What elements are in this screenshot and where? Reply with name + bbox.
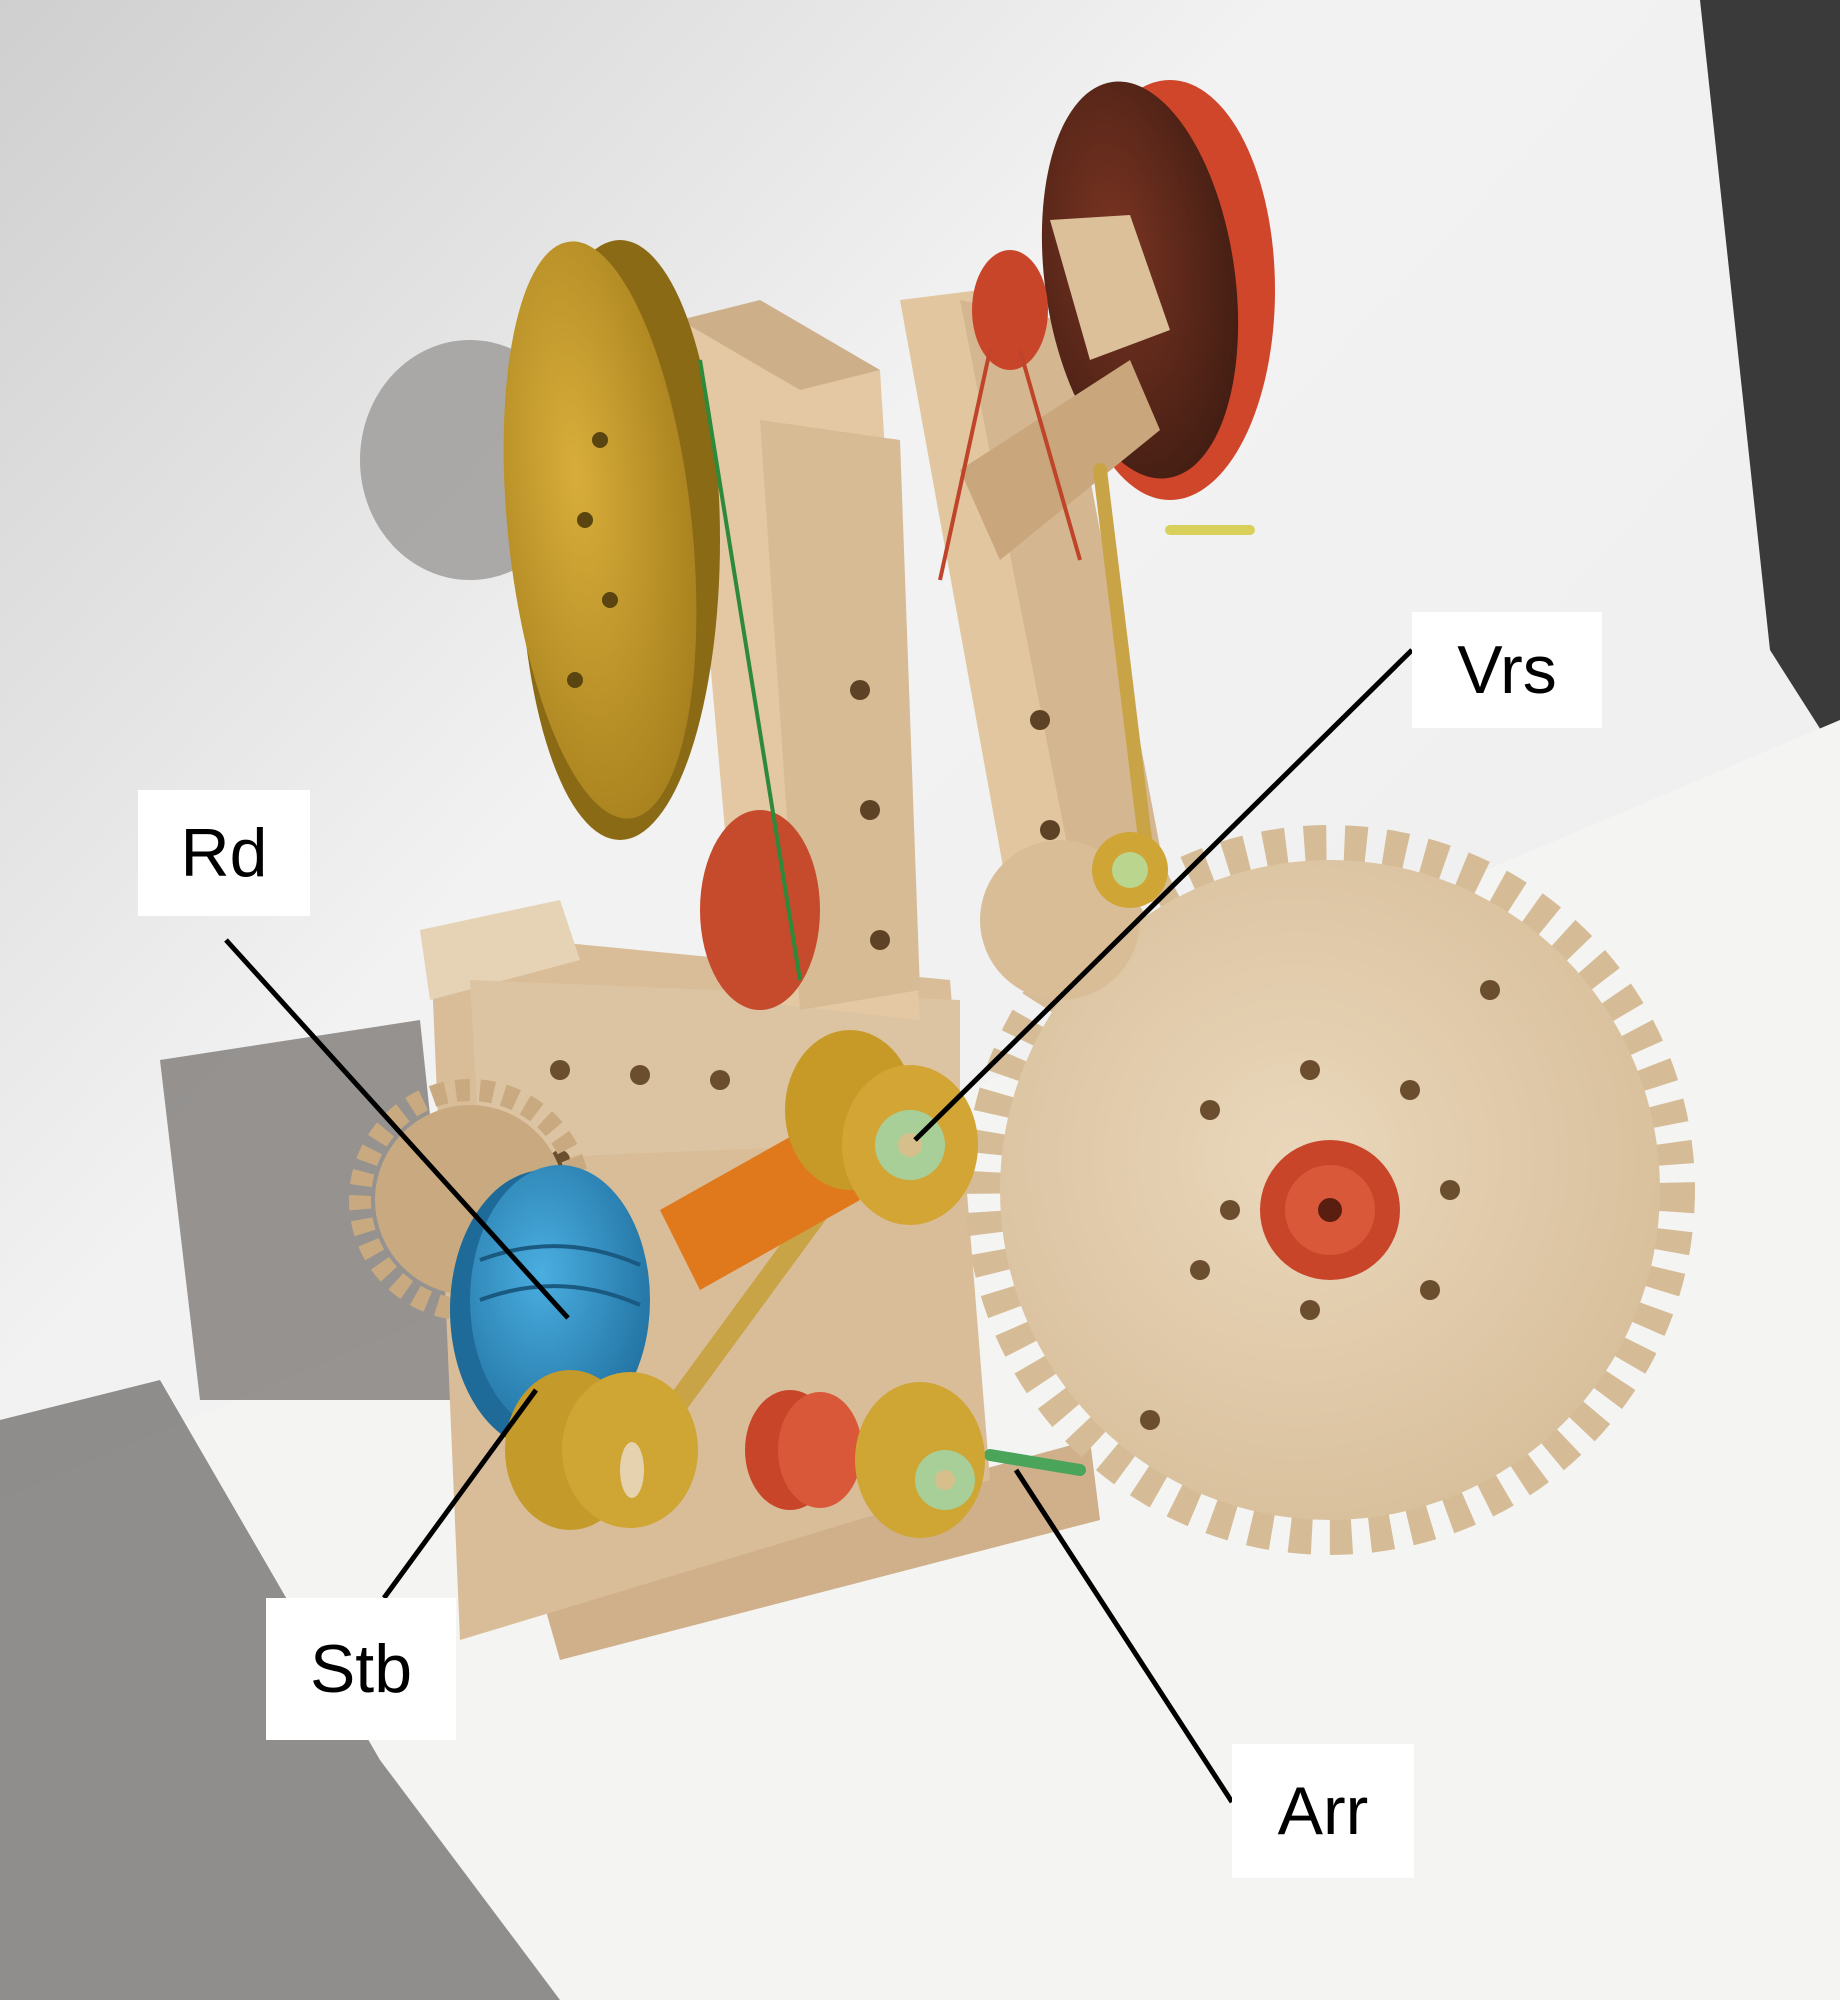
red-wheel-top — [960, 80, 1275, 560]
callout-arr: Arr — [1232, 1744, 1414, 1878]
callout-leader-lines — [224, 648, 1414, 1804]
belts — [698, 349, 1082, 981]
large-wooden-gear — [965, 825, 1695, 1555]
arr-leader-line — [1013, 1468, 1235, 1804]
callout-stb: Stb — [266, 1598, 456, 1740]
rd-leader-line — [224, 938, 570, 1320]
yellow-wheel — [503, 240, 720, 840]
callout-rd: Rd — [138, 790, 310, 916]
vrs-leader-line — [913, 648, 1414, 1142]
callout-vrs: Vrs — [1412, 612, 1602, 728]
arr-assembly — [745, 1382, 985, 1538]
vrs-yellow-disc — [785, 1030, 978, 1225]
red-wheel-lower — [700, 810, 820, 1010]
stb-leader-line — [381, 1388, 539, 1600]
stb-yellow-disc — [505, 1370, 698, 1530]
